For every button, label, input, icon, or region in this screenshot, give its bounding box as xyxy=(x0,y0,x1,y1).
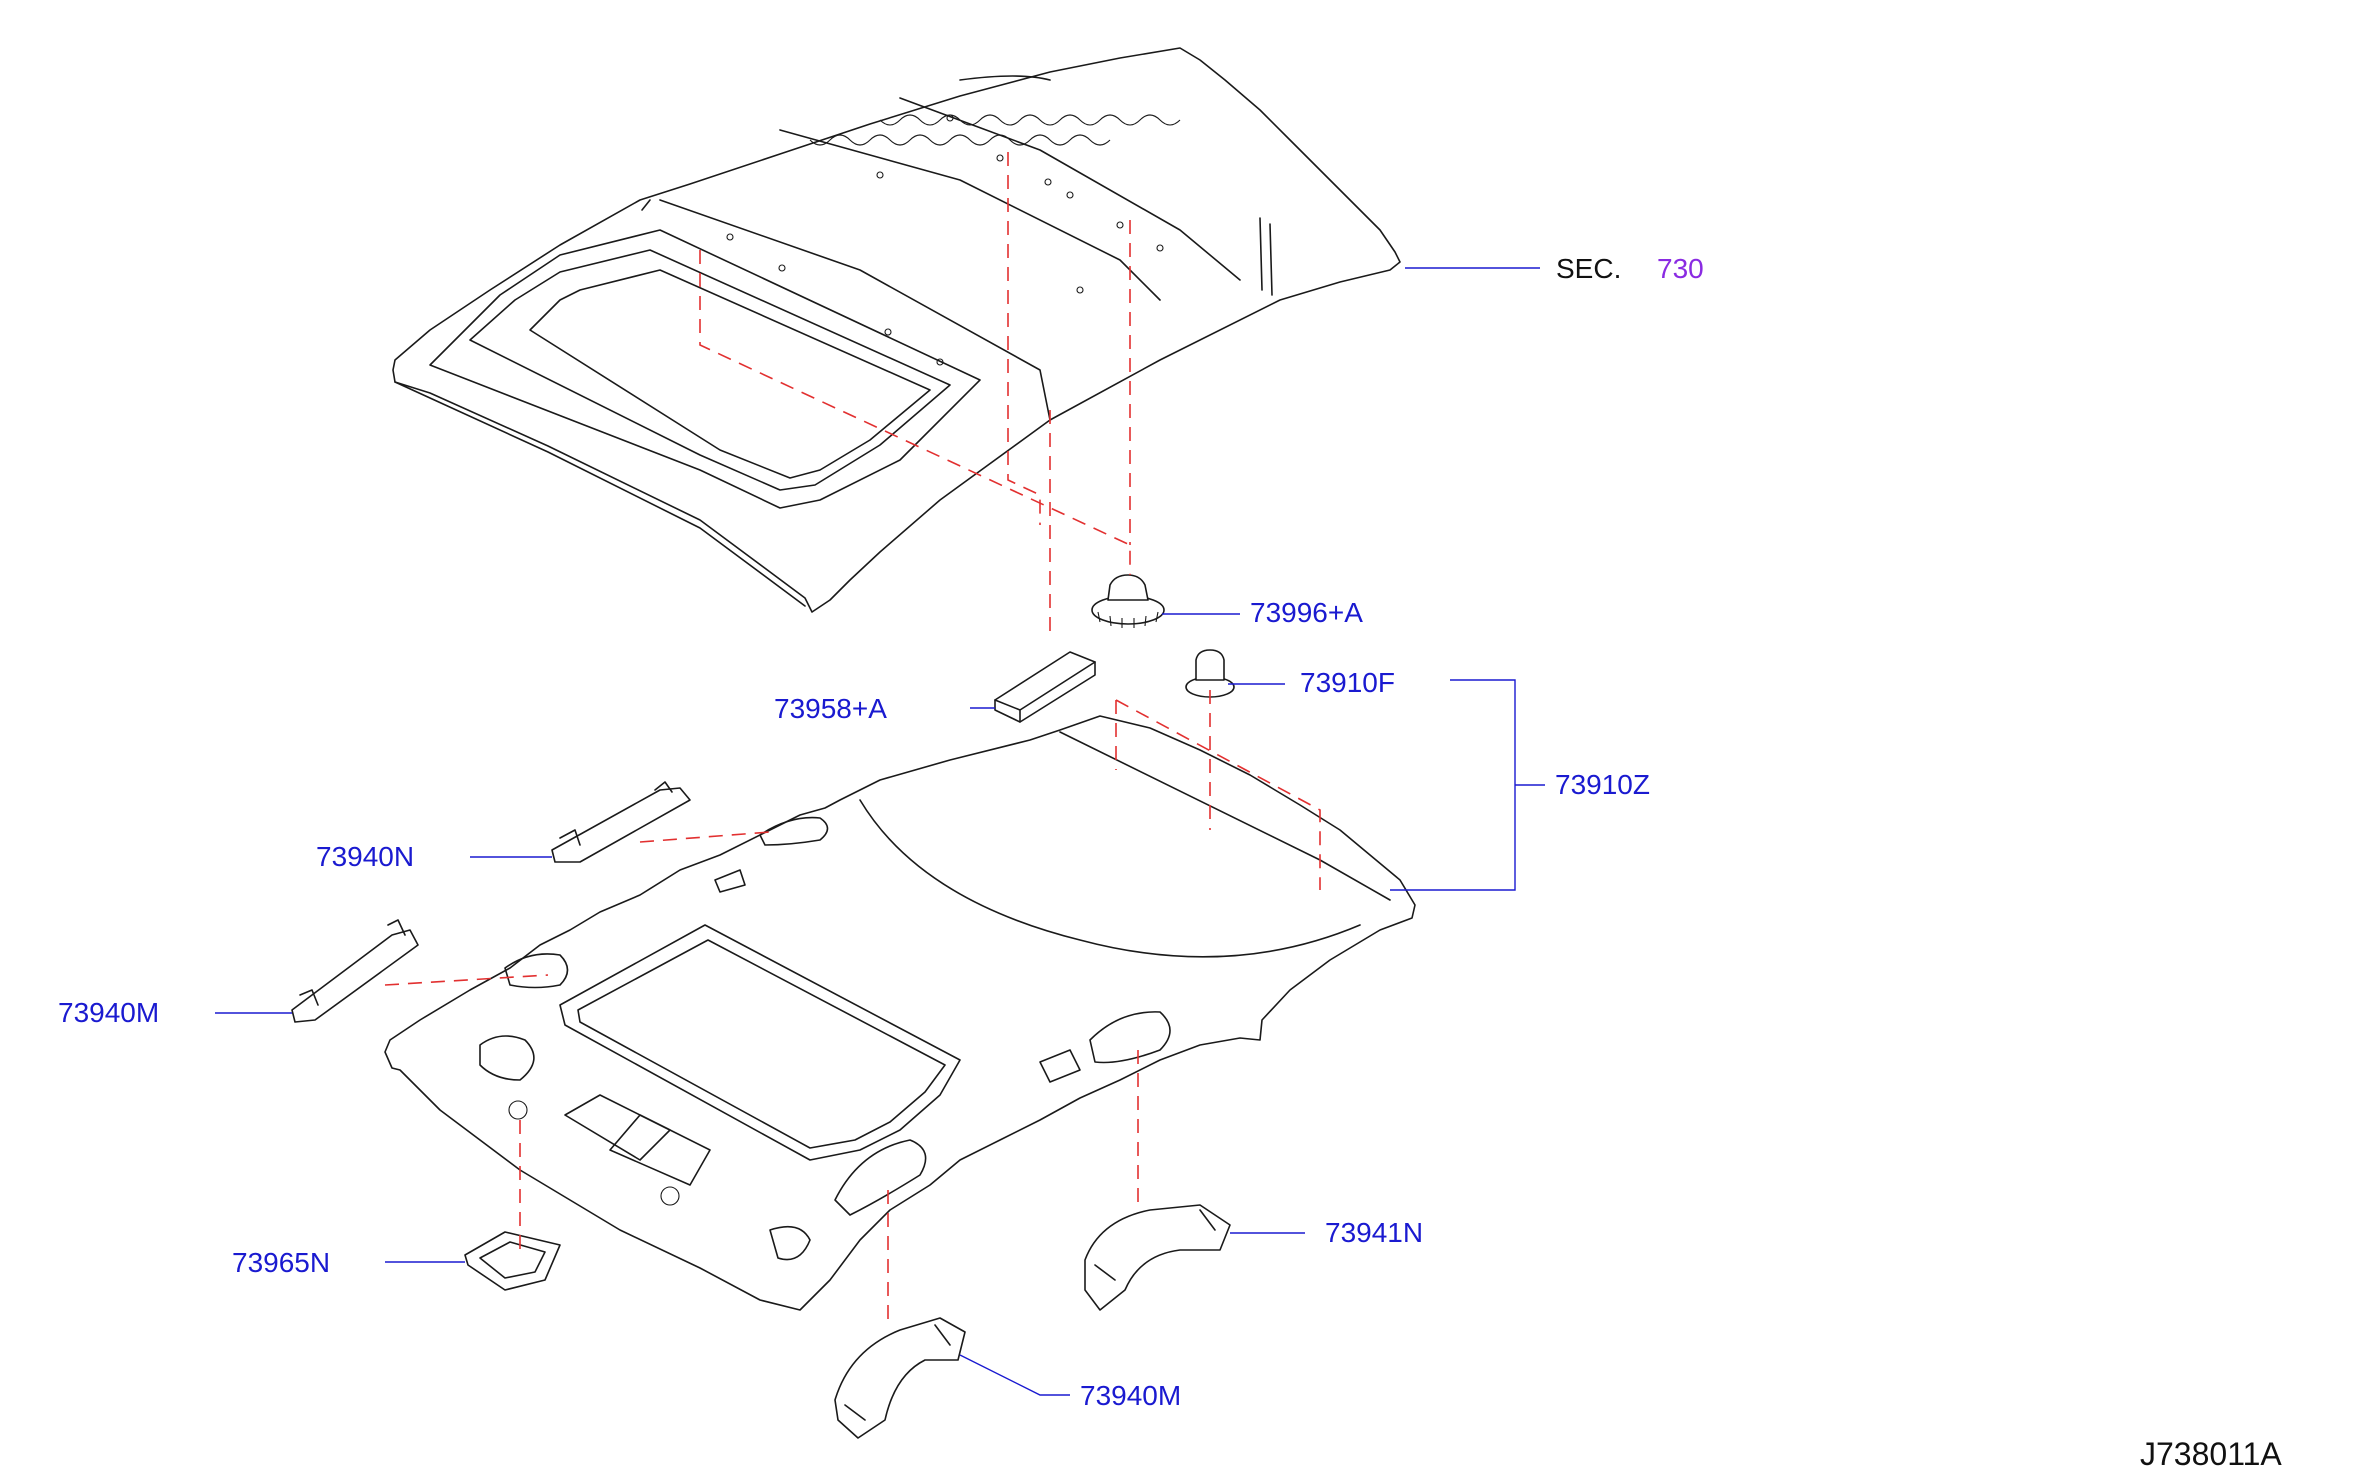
dash-line xyxy=(384,974,549,986)
bracket-part xyxy=(994,651,1096,723)
clip-part xyxy=(1185,649,1235,698)
roof-panel xyxy=(392,47,1401,613)
callout-clip[interactable]: 73910F xyxy=(1300,667,1395,698)
callout-bracket[interactable]: 73958+A xyxy=(774,693,887,724)
assist-grip-upper-part xyxy=(551,781,691,863)
sec-label: SEC. xyxy=(1556,253,1621,284)
leader-line xyxy=(1390,679,1545,891)
callout-sunvisor-holder[interactable]: 73965N xyxy=(232,1247,330,1278)
dash-line xyxy=(699,250,1131,575)
callout-assist-grip-left[interactable]: 73940M xyxy=(58,997,159,1028)
callout-assist-grip-right[interactable]: 73941N xyxy=(1325,1217,1423,1248)
retainer-clip-part xyxy=(1091,574,1165,628)
sec-number[interactable]: 730 xyxy=(1657,253,1704,284)
callout-assist-grip-bottom[interactable]: 73940M xyxy=(1080,1380,1181,1411)
dash-line xyxy=(1007,152,1041,525)
headlining xyxy=(384,715,1416,1311)
assist-grip-right-part xyxy=(1084,1204,1231,1311)
assist-grip-left-part xyxy=(291,919,419,1023)
callout-retainer-clip[interactable]: 73996+A xyxy=(1250,597,1363,628)
leader-line xyxy=(959,1354,1070,1396)
leader-lines xyxy=(215,267,1545,1396)
diagram-id: J738011A xyxy=(2140,1436,2282,1472)
callout-headlining-assy[interactable]: 73910Z xyxy=(1555,769,1650,800)
assist-grip-bottom-part xyxy=(834,1317,966,1439)
callout-assist-grip-upper[interactable]: 73940N xyxy=(316,841,414,872)
dash-line xyxy=(1115,699,1321,890)
connection-lines xyxy=(384,152,1321,1320)
sunvisor-holder-part xyxy=(464,1231,561,1291)
